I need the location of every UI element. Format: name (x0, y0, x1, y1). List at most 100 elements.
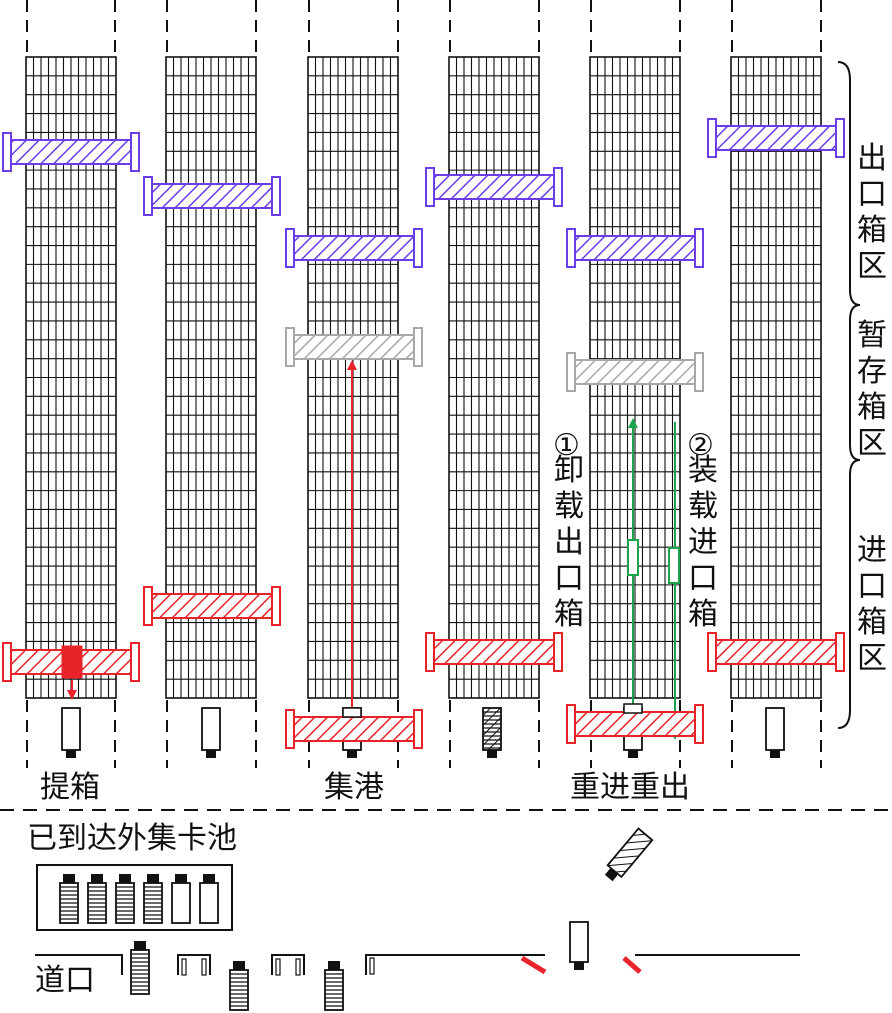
truck-cab (604, 867, 619, 882)
crane-leg-left (425, 632, 435, 672)
truck-cargo-lines (325, 973, 343, 1007)
lane-truck-4 (482, 707, 502, 758)
gate-truck-exit (569, 921, 589, 970)
crane-beam (566, 359, 704, 385)
crane-leg-right (553, 632, 563, 672)
truck-cargo-lines (116, 886, 134, 920)
gate-arm-left (520, 955, 547, 975)
crane-export-1 (2, 132, 140, 172)
crane-leg-left (566, 228, 576, 268)
gate-arm-right (622, 956, 642, 974)
crane-leg-right (271, 176, 281, 216)
gate-booth-1 (177, 954, 211, 975)
pool-truck-4 (143, 874, 163, 924)
crane-beam (143, 183, 281, 209)
truck-body (606, 827, 654, 879)
truck-cargo-lines (144, 886, 162, 920)
crane-import-5 (566, 703, 704, 744)
op-label-pick: 提箱 (40, 770, 100, 805)
pool-truck-5 (171, 874, 191, 924)
container-block-grids (25, 56, 822, 699)
truck-body (201, 707, 221, 751)
crane-beam (285, 235, 423, 261)
truck-body (765, 707, 785, 751)
pool-title: 已到达外集卡池 (27, 821, 237, 856)
truck-cab (66, 750, 76, 758)
lane-truck-2 (201, 707, 221, 758)
crane-leg-left (566, 352, 576, 392)
truck-pool-box (36, 864, 233, 931)
crane-leg-left (143, 586, 153, 626)
crane-held-truck (342, 707, 362, 718)
crane-leg-right (694, 704, 704, 744)
crane-beam (425, 639, 563, 665)
pool-truck-2 (87, 874, 107, 924)
truck-cargo-lines (60, 886, 78, 920)
gate-barrier (201, 958, 207, 976)
crane-import-1 (2, 642, 140, 682)
load-container (668, 547, 680, 584)
crane-beam (143, 593, 281, 619)
truck-cab (328, 961, 340, 970)
crane-leg-left (2, 642, 12, 682)
container-block-2 (165, 56, 257, 699)
zone-brace (837, 61, 861, 729)
crane-leg-left (425, 167, 435, 207)
truck-body (130, 949, 150, 995)
crane-export-3 (285, 228, 423, 268)
crane-export-2 (143, 176, 281, 216)
gate-truck-3 (324, 961, 344, 1011)
zone-label-import: 进口箱区 (857, 533, 887, 676)
unload-path-number: ① (553, 428, 580, 463)
crane-import-3 (285, 707, 423, 749)
truck-cab (487, 750, 497, 758)
crane-leg-right (130, 642, 140, 682)
crane-temp-3 (285, 327, 423, 367)
load-path-number: ② (687, 428, 714, 463)
op-label-assemble: 集港 (324, 770, 384, 805)
crane-leg-left (2, 132, 12, 172)
gate-road (35, 827, 800, 1011)
road-edge (365, 954, 545, 975)
crane-spreader (61, 645, 83, 679)
crane-leg-right (835, 632, 845, 672)
gate-truck-2 (229, 961, 249, 1011)
block-grid-lines (26, 57, 116, 698)
op-label-dual: 重进重出 (570, 770, 690, 805)
truck-cab (770, 750, 780, 758)
pool-truck-1 (59, 874, 79, 924)
zone-label-export: 出口箱区 (857, 141, 887, 284)
departing-truck (604, 827, 654, 882)
gate-label: 道口 (35, 963, 95, 998)
truck-cab (175, 874, 187, 883)
truck-cargo-lines (483, 711, 501, 749)
pool-trucks (59, 874, 219, 924)
truck-cargo-lines (88, 886, 106, 920)
crane-export-4 (425, 167, 563, 207)
truck-cab (206, 750, 216, 758)
crane-beam (566, 235, 704, 261)
crane-import-4 (425, 632, 563, 672)
gate-truck-1 (130, 941, 150, 995)
truck-body (171, 882, 191, 924)
crane-leg-right (271, 586, 281, 626)
lane-truck-6 (765, 707, 785, 758)
gate-barrier (369, 957, 375, 975)
crane-held-truck (623, 703, 643, 714)
pool-truck-3 (115, 874, 135, 924)
crane-leg-right (130, 132, 140, 172)
road-edge (35, 954, 123, 975)
crane-export-5 (566, 228, 704, 268)
truck-body (61, 707, 81, 751)
crane-beam (285, 716, 423, 742)
crane-leg-right (835, 118, 845, 158)
pool-truck-6 (199, 874, 219, 924)
gate-barrier (181, 958, 187, 976)
crane-temp-5 (566, 352, 704, 392)
crane-leg-right (413, 228, 423, 268)
container-block-4 (448, 56, 540, 699)
crane-leg-left (707, 632, 717, 672)
truck-body (199, 882, 219, 924)
crane-leg-right (694, 352, 704, 392)
